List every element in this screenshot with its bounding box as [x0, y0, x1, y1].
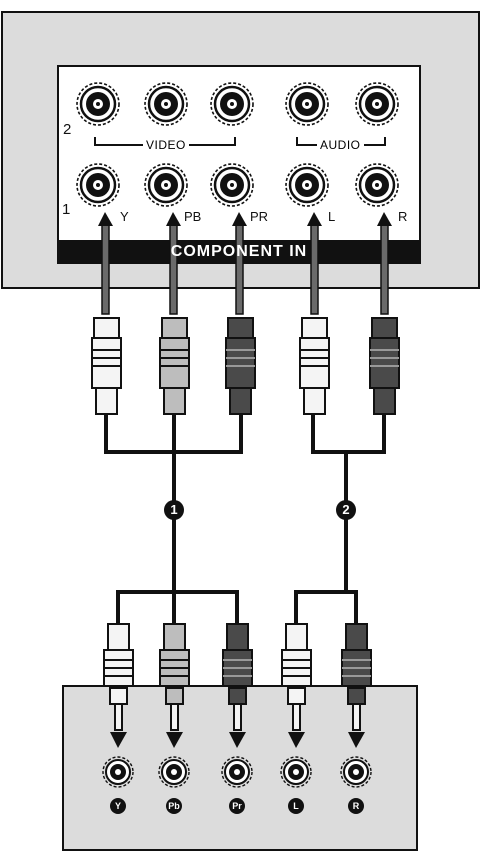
- upper-arrow-heads: [98, 212, 392, 226]
- video-group-label: VIDEO: [143, 138, 189, 152]
- device-label-y: Y: [110, 798, 126, 814]
- cable-badge-2: 2: [336, 500, 356, 520]
- audio-group-label: AUDIO: [317, 138, 364, 152]
- upper-plug-pr: [225, 317, 256, 415]
- upper-plug-r: [369, 317, 400, 415]
- row2-label: 2: [63, 121, 72, 138]
- device-label-pr: Pr: [229, 798, 245, 814]
- jack-label-y: Y: [120, 209, 129, 224]
- cable-badge-1: 1: [164, 500, 184, 520]
- lower-plug-tips: [109, 687, 366, 731]
- jack-label-l: L: [328, 209, 336, 224]
- cable-harness: [104, 414, 386, 624]
- upper-plug-l: [299, 317, 330, 415]
- device-label-r: R: [348, 798, 364, 814]
- row1-label: 1: [62, 201, 71, 218]
- component-in-label: COMPONENT IN: [170, 243, 308, 260]
- jack-label-r: R: [398, 209, 408, 224]
- device-label-pb: Pb: [166, 798, 182, 814]
- jack-label-pr: PR: [250, 209, 269, 224]
- lower-arrow-heads: [110, 732, 365, 748]
- device-label-l: L: [288, 798, 304, 814]
- jack-label-pb: PB: [184, 209, 202, 224]
- upper-plug-pb: [159, 317, 190, 415]
- upper-plug-y: [91, 317, 122, 415]
